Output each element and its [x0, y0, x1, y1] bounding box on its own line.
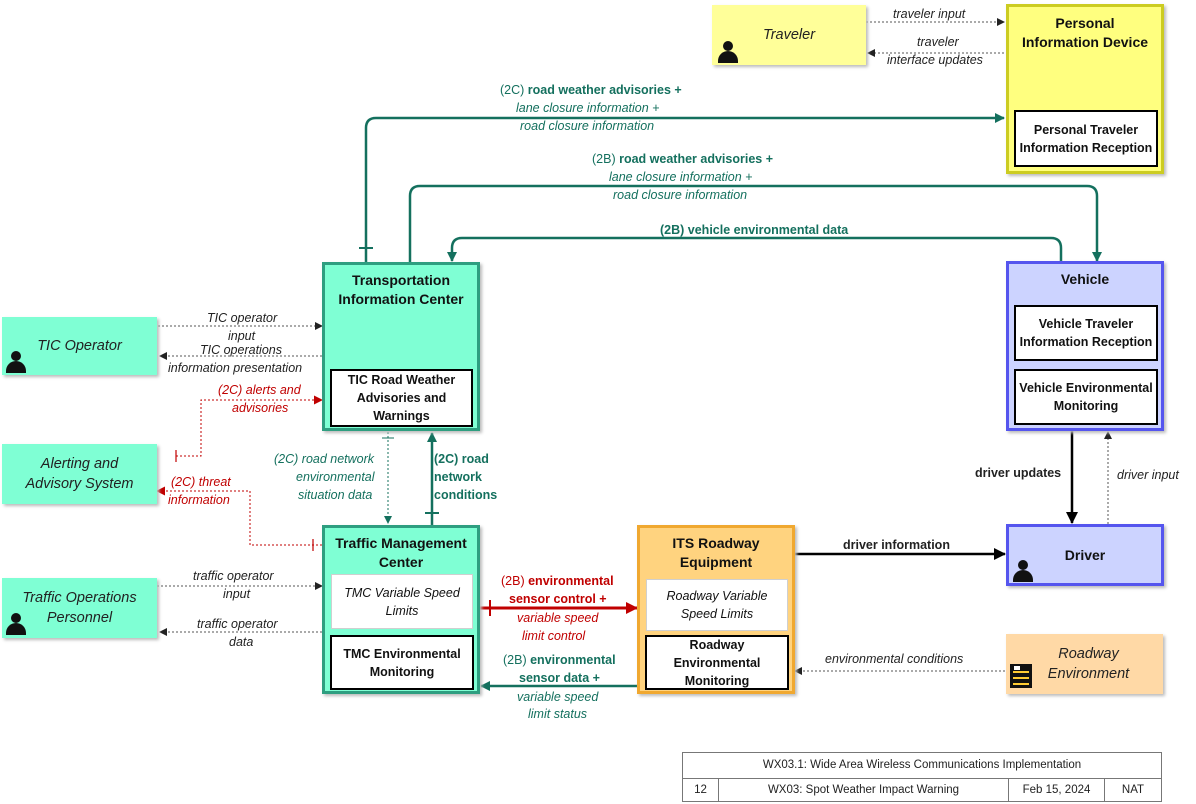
flow-2c-threat [156, 486, 322, 546]
driver-title: Driver [1064, 547, 1106, 563]
person-icon [718, 41, 738, 63]
its-sub-environmental-monitoring[interactable]: Roadway Environmental Monitoring [645, 635, 789, 690]
footer-page-number: 12 [683, 778, 719, 802]
label-tic-operator-input-2: input [228, 329, 256, 343]
its-sub-variable-speed-limits[interactable]: Roadway Variable Speed Limits [646, 579, 788, 631]
label-tic-operator-input-1: TIC operator [207, 311, 278, 325]
tic-operator-label: TIC Operator [37, 338, 122, 354]
label-2b-env-sensor-control-3: variable speed [517, 611, 599, 625]
label-traveler-updates-1: traveler [917, 35, 959, 49]
label-2c-road-network-env-3: situation data [298, 488, 373, 502]
flow-2b-vehicle-env-data [447, 236, 1063, 262]
flow-2b-advisories [408, 184, 1102, 262]
label-2c-advisories-1: (2C) road weather advisories + [500, 83, 682, 97]
label-2c-advisories-2: lane closure information + [516, 101, 660, 115]
label-traffic-operator-input-2: input [223, 587, 251, 601]
label-traffic-operator-data-1: traffic operator [197, 617, 278, 631]
footer-org: NAT [1121, 784, 1145, 796]
footer-title: WX03.1: Wide Area Wireless Communication… [683, 753, 1161, 779]
tmc-entity[interactable]: Traffic Management Center TMC Variable S… [322, 525, 480, 694]
label-2b-env-sensor-data-2: sensor data + [519, 671, 600, 685]
vehicle-sub-traveler-info[interactable]: Vehicle Traveler Information Reception [1014, 305, 1158, 361]
flow-2c-advisories [364, 113, 1005, 262]
person-icon [6, 613, 26, 635]
label-2c-alerts-1: (2C) alerts and [218, 383, 301, 397]
label-2b-advisories-2: lane closure information + [609, 170, 753, 184]
vehicle-entity[interactable]: Vehicle Vehicle Traveler Information Rec… [1006, 261, 1164, 431]
label-environmental-conditions: environmental conditions [825, 652, 964, 666]
tmc-sub-environmental-monitoring[interactable]: TMC Environmental Monitoring [330, 635, 474, 690]
label-traveler-input: traveler input [893, 7, 966, 21]
person-icon [1013, 560, 1033, 582]
diagram-footer: WX03.1: Wide Area Wireless Communication… [682, 752, 1162, 802]
label-2c-road-network-conditions-2: network [434, 470, 482, 484]
flow-2c-alerts [176, 395, 323, 457]
label-2b-advisories-3: road closure information [613, 188, 748, 202]
tmc-sub-variable-speed-limits[interactable]: TMC Variable Speed Limits [331, 574, 473, 629]
roadway-environment-terminator[interactable]: Roadway Environment [1006, 634, 1163, 694]
label-2c-alerts-2: advisories [232, 401, 289, 415]
label-2b-env-sensor-data-1: (2B) environmental [503, 653, 616, 667]
label-2b-vehicle-env-data: (2B) vehicle environmental data [660, 223, 849, 237]
alerting-system-label: Alerting and Advisory System [25, 456, 134, 492]
label-driver-updates: driver updates [975, 466, 1062, 480]
its-roadway-equipment-entity[interactable]: ITS Roadway Equipment Roadway Variable S… [637, 525, 795, 694]
tic-sub-road-weather-advisories[interactable]: TIC Road Weather Advisories and Warnings [330, 369, 473, 427]
traffic-operations-label: Traffic Operations Personnel [22, 590, 137, 626]
label-2b-env-sensor-control-2: sensor control + [509, 592, 607, 606]
tic-title: Transportation Information Center [338, 272, 464, 307]
its-title: ITS Roadway Equipment [672, 535, 760, 570]
label-2b-env-sensor-data-4: limit status [528, 707, 588, 721]
label-2c-threat-1: (2C) threat [171, 475, 231, 489]
footer-diagram-name: WX03: Spot Weather Impact Warning [719, 778, 1009, 802]
traveler-label: Traveler [762, 27, 816, 43]
tic-entity[interactable]: Transportation Information Center TIC Ro… [322, 262, 480, 431]
label-2c-advisories-3: road closure information [520, 119, 655, 133]
road-icon [1010, 664, 1032, 688]
label-driver-input: driver input [1117, 468, 1179, 482]
pid-sub-personal-traveler-info[interactable]: Personal Traveler Information Reception [1014, 110, 1158, 167]
person-icon [6, 351, 26, 373]
label-2b-env-sensor-control-4: limit control [522, 629, 586, 643]
label-2c-threat-2: information [168, 493, 230, 507]
label-2c-road-network-env-1: (2C) road network [274, 452, 375, 466]
label-2b-env-sensor-data-3: variable speed [517, 690, 599, 704]
vehicle-title: Vehicle [1060, 271, 1110, 287]
label-driver-information: driver information [843, 538, 950, 552]
traveler-terminator[interactable]: Traveler [712, 5, 866, 65]
vehicle-sub-environmental-monitoring[interactable]: Vehicle Environmental Monitoring [1014, 369, 1158, 425]
tic-operator-terminator[interactable]: TIC Operator [2, 317, 157, 375]
label-traffic-operator-input-1: traffic operator [193, 569, 274, 583]
traffic-operations-personnel-terminator[interactable]: Traffic Operations Personnel [2, 578, 157, 638]
label-2c-road-network-conditions-1: (2C) road [434, 452, 489, 466]
label-tic-operations-1: TIC operations [200, 343, 282, 357]
label-2c-road-network-conditions-3: conditions [434, 488, 498, 502]
driver-entity[interactable]: Driver [1006, 524, 1164, 586]
footer-date: Feb 15, 2024 [1009, 778, 1105, 802]
label-2b-env-sensor-control-1: (2B) environmental [501, 574, 614, 588]
pid-entity[interactable]: Personal Information Device Personal Tra… [1006, 4, 1164, 174]
tmc-title: Traffic Management Center [335, 535, 467, 570]
pid-title: Personal Information Device [1021, 15, 1149, 50]
label-traffic-operator-data-2: data [229, 635, 254, 649]
roadway-environment-label: Roadway Environment [1047, 646, 1130, 682]
label-tic-operations-2: information presentation [168, 361, 303, 375]
label-2c-road-network-env-2: environmental [296, 470, 375, 484]
alerting-system-terminator[interactable]: Alerting and Advisory System [2, 444, 157, 504]
label-traveler-updates-2: interface updates [887, 53, 983, 67]
label-2b-advisories-1: (2B) road weather advisories + [592, 152, 773, 166]
